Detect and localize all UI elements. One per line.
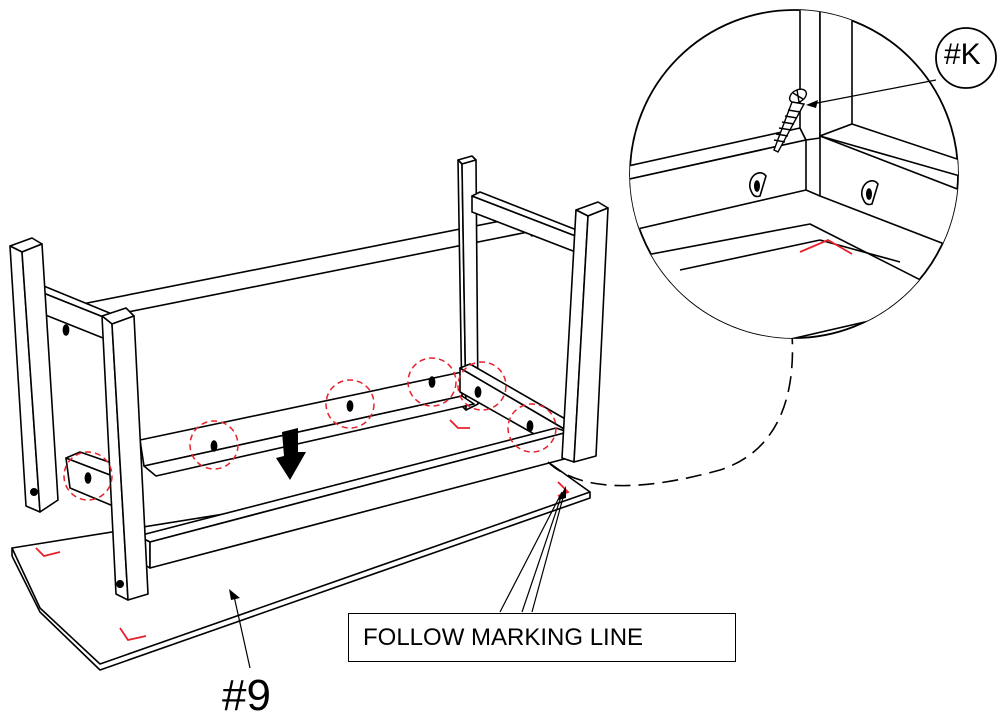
instruction-note: FOLLOW MARKING LINE bbox=[348, 613, 736, 662]
back-right-leg bbox=[457, 155, 479, 411]
front-right-leg bbox=[561, 201, 609, 463]
part-9-arrowhead bbox=[229, 589, 240, 600]
screw-icon bbox=[773, 88, 808, 153]
back-bottom-rail bbox=[139, 371, 475, 477]
note-leader-lines bbox=[499, 491, 565, 613]
pocket-holes bbox=[29, 324, 534, 588]
part-k-label: #K bbox=[944, 38, 981, 71]
highlight-circles bbox=[63, 357, 557, 501]
detail-marking-line bbox=[799, 238, 853, 255]
instruction-text: FOLLOW MARKING LINE bbox=[363, 623, 644, 651]
detail-callout-arc bbox=[547, 333, 794, 487]
note-arrowhead bbox=[558, 486, 566, 500]
part-k-arrowhead bbox=[806, 100, 818, 108]
part-k-pointer bbox=[811, 79, 937, 105]
back-left-leg bbox=[9, 237, 59, 513]
detail-view bbox=[629, 9, 997, 339]
part-9-label: #9 bbox=[222, 671, 271, 720]
part-9-pointer bbox=[233, 595, 251, 669]
down-arrow-icon bbox=[276, 428, 306, 480]
part-k-badge bbox=[935, 27, 997, 89]
front-left-leg bbox=[101, 307, 149, 601]
